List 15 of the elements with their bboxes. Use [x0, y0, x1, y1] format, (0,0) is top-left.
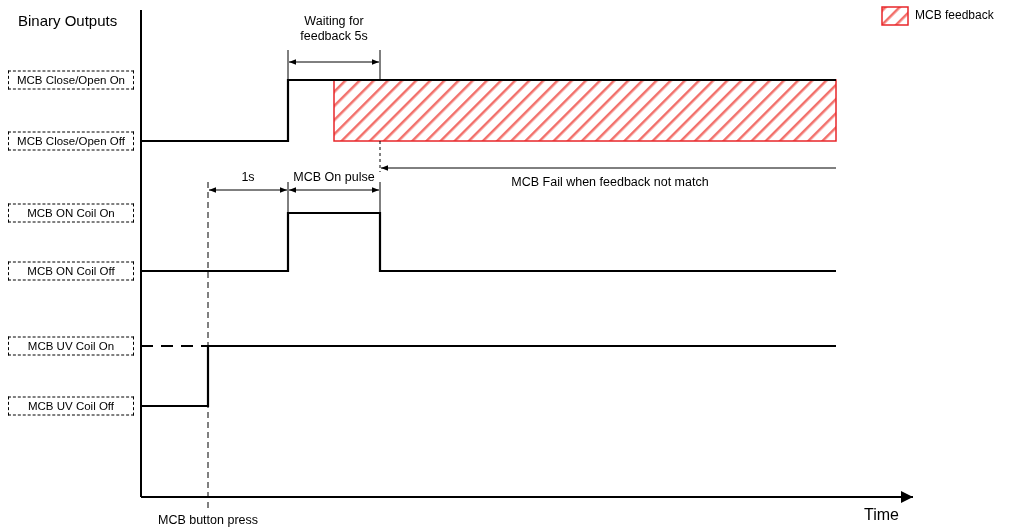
legend-label: MCB feedback	[915, 8, 994, 22]
feedback-region	[333, 79, 837, 142]
signal-label: MCB UV Coil On	[8, 336, 134, 356]
signal-label: MCB ON Coil Off	[8, 261, 134, 281]
annotation-text: MCB button press	[156, 513, 259, 528]
signal-label: MCB UV Coil Off	[8, 396, 134, 416]
dimension-label: 1s	[240, 170, 256, 185]
signal-label: MCB ON Coil On	[8, 203, 134, 223]
signal-label: MCB Close/Open Off	[8, 131, 134, 151]
signal-label: MCB Close/Open On	[8, 70, 134, 90]
dimension-label: MCB On pulse	[292, 170, 376, 185]
axis-title: Binary Outputs	[18, 12, 118, 29]
axis-title: Time	[864, 506, 899, 524]
dimension-label: Waiting for feedback 5s	[299, 14, 369, 44]
annotation-text: MCB Fail when feedback not match	[510, 175, 710, 190]
